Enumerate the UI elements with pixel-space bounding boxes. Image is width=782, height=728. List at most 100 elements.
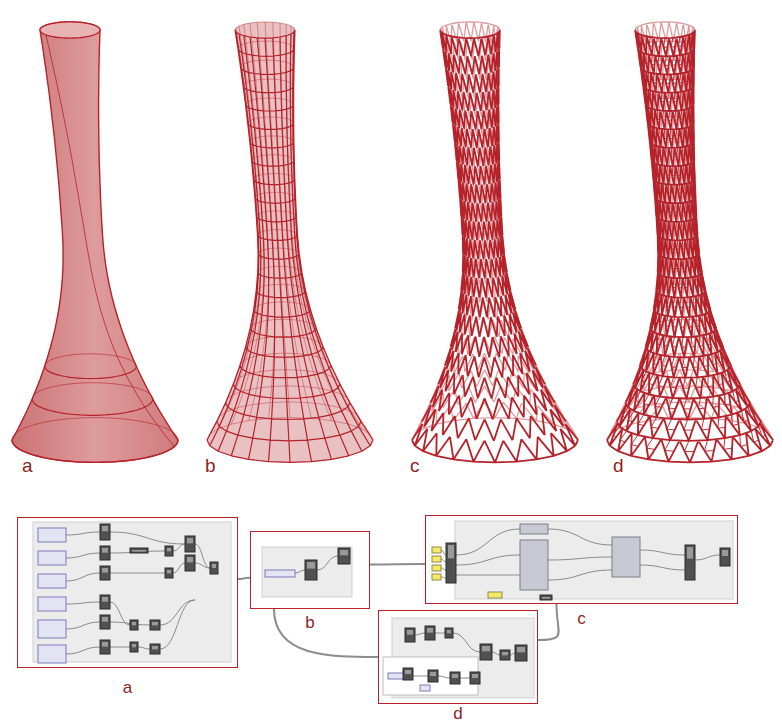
group-label: d [453, 705, 462, 723]
toggle-component [488, 592, 502, 598]
group-label: a [123, 679, 132, 697]
component-block [100, 566, 110, 580]
component-block [445, 628, 453, 638]
group-frame: a [17, 517, 238, 668]
component-header [167, 570, 171, 573]
component-header [152, 646, 158, 649]
component-block [428, 670, 438, 682]
component-block [470, 672, 480, 684]
section-curve [12, 440, 178, 462]
section-curve [12, 418, 178, 440]
slider-component [38, 620, 66, 638]
slider-component [38, 645, 66, 663]
group-label: b [305, 614, 314, 632]
component-header [102, 597, 108, 602]
toggle-component [432, 556, 441, 562]
seam-curve [46, 35, 174, 447]
component-block [403, 668, 413, 680]
component-header [187, 538, 193, 543]
component-block [185, 555, 195, 571]
data-wire [274, 609, 378, 657]
front-members [207, 30, 373, 462]
component-header [407, 630, 413, 635]
component-block [405, 628, 415, 642]
component-header [482, 646, 490, 651]
group-frame: c [425, 515, 738, 604]
component-block [685, 545, 695, 580]
component-header [102, 568, 108, 573]
front-members [607, 30, 773, 462]
slider-component [420, 685, 430, 691]
component-header [340, 550, 348, 555]
group-panel [33, 522, 231, 662]
component-block [150, 620, 160, 630]
component-header [447, 630, 451, 633]
component-block [150, 644, 160, 654]
component-header [167, 548, 171, 551]
top-curve [40, 22, 100, 38]
component-block [130, 548, 148, 553]
data-wire [370, 563, 425, 566]
component-block [185, 536, 195, 552]
component-header [187, 557, 193, 562]
component-block [100, 524, 110, 540]
component-header [132, 644, 136, 647]
component-header [430, 672, 436, 676]
group-frame: b [250, 531, 370, 609]
component-header [132, 550, 146, 552]
component-block [100, 546, 110, 560]
component-block [165, 546, 173, 556]
component-header [102, 548, 108, 553]
component-block [100, 595, 110, 609]
component-block [515, 645, 527, 661]
component-header [307, 562, 315, 569]
component-block [210, 562, 218, 574]
component-block [720, 548, 730, 566]
toggle-component [432, 565, 441, 571]
component-block [500, 650, 510, 660]
group-label: c [577, 610, 586, 628]
component-block [540, 595, 552, 600]
section-curve [32, 399, 153, 415]
component-block [130, 642, 138, 652]
front-members [412, 30, 578, 462]
component-block [100, 640, 110, 654]
group-panel [262, 547, 352, 597]
component-block [425, 626, 435, 640]
component-header [102, 642, 108, 647]
component-header [687, 547, 693, 559]
component-header [152, 622, 158, 625]
figure-label: d [613, 456, 624, 476]
component-block [446, 543, 456, 583]
component-header [448, 545, 454, 558]
component-header [517, 647, 525, 652]
toggle-component [432, 574, 441, 580]
figure-label: b [205, 456, 216, 476]
surface-silhouette [12, 22, 178, 463]
component-header [722, 550, 728, 556]
figure-label: c [410, 456, 420, 476]
slider-component [265, 570, 295, 577]
component-header [542, 597, 550, 599]
cluster-component [520, 524, 548, 534]
data-wire [538, 604, 559, 640]
section-curve [45, 354, 137, 366]
component-header [472, 674, 478, 678]
component-block [480, 644, 492, 660]
component-block [130, 620, 138, 630]
group-panel [455, 521, 733, 599]
slider-component [38, 574, 66, 588]
component-block [165, 568, 173, 578]
component-header [427, 628, 433, 633]
toggle-component [432, 547, 441, 553]
cluster-component [612, 537, 640, 577]
surface-fill [207, 22, 373, 463]
slider-component [38, 528, 66, 542]
infill-members [610, 30, 773, 462]
component-header [502, 652, 508, 655]
slider-component [38, 551, 66, 565]
component-header [102, 526, 108, 531]
cluster-component [520, 540, 548, 590]
